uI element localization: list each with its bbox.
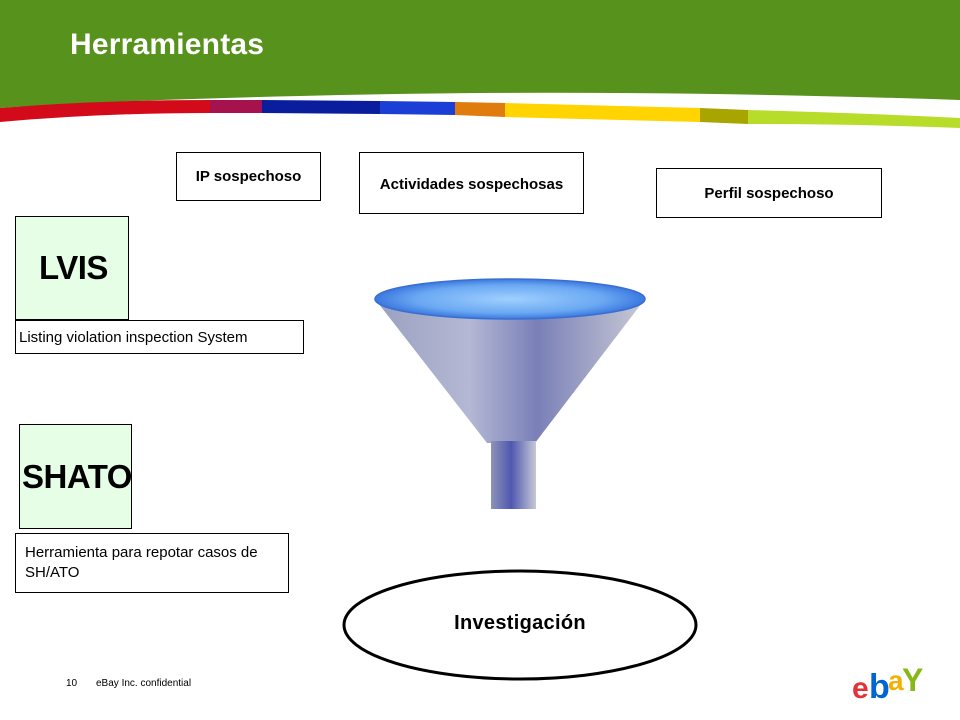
shato-description-box: Herramienta para repotar casos de SH/ATO	[15, 533, 289, 593]
lvis-description-box: Listing violation inspection System	[15, 320, 304, 354]
funnel-icon	[374, 278, 646, 509]
actividades-sospechosas-box: Actividades sospechosas	[359, 152, 584, 214]
lvis-name: LVIS	[39, 249, 108, 286]
investigacion-ellipse	[342, 569, 698, 681]
ebay-logo-b: b	[869, 668, 890, 706]
ip-sospechoso-label: IP sospechoso	[195, 168, 302, 185]
ebay-logo: e b a Y	[852, 662, 924, 706]
shato-box: SHATO	[19, 424, 132, 529]
shato-description: Herramienta para repotar casos de SH/ATO	[25, 544, 258, 581]
perfil-sospechoso-box: Perfil sospechoso	[656, 168, 882, 218]
lvis-description: Listing violation inspection System	[19, 328, 248, 346]
slide-title: Herramientas	[70, 28, 265, 61]
ebay-logo-e: e	[852, 672, 869, 705]
investigacion-label: Investigación	[454, 612, 586, 634]
lvis-box: LVIS	[15, 216, 129, 320]
header-band	[0, 0, 960, 128]
ebay-logo-a: a	[888, 665, 904, 696]
ip-sospechoso-box: IP sospechoso	[176, 152, 321, 201]
actividades-sospechosas-label: Actividades sospechosas	[379, 176, 564, 193]
shato-name: SHATO	[22, 457, 132, 495]
page-number: 10	[66, 678, 78, 689]
ebay-logo-y: Y	[902, 662, 924, 698]
confidential-note: eBay Inc. confidential	[96, 678, 192, 689]
perfil-sospechoso-label: Perfil sospechoso	[704, 184, 834, 202]
